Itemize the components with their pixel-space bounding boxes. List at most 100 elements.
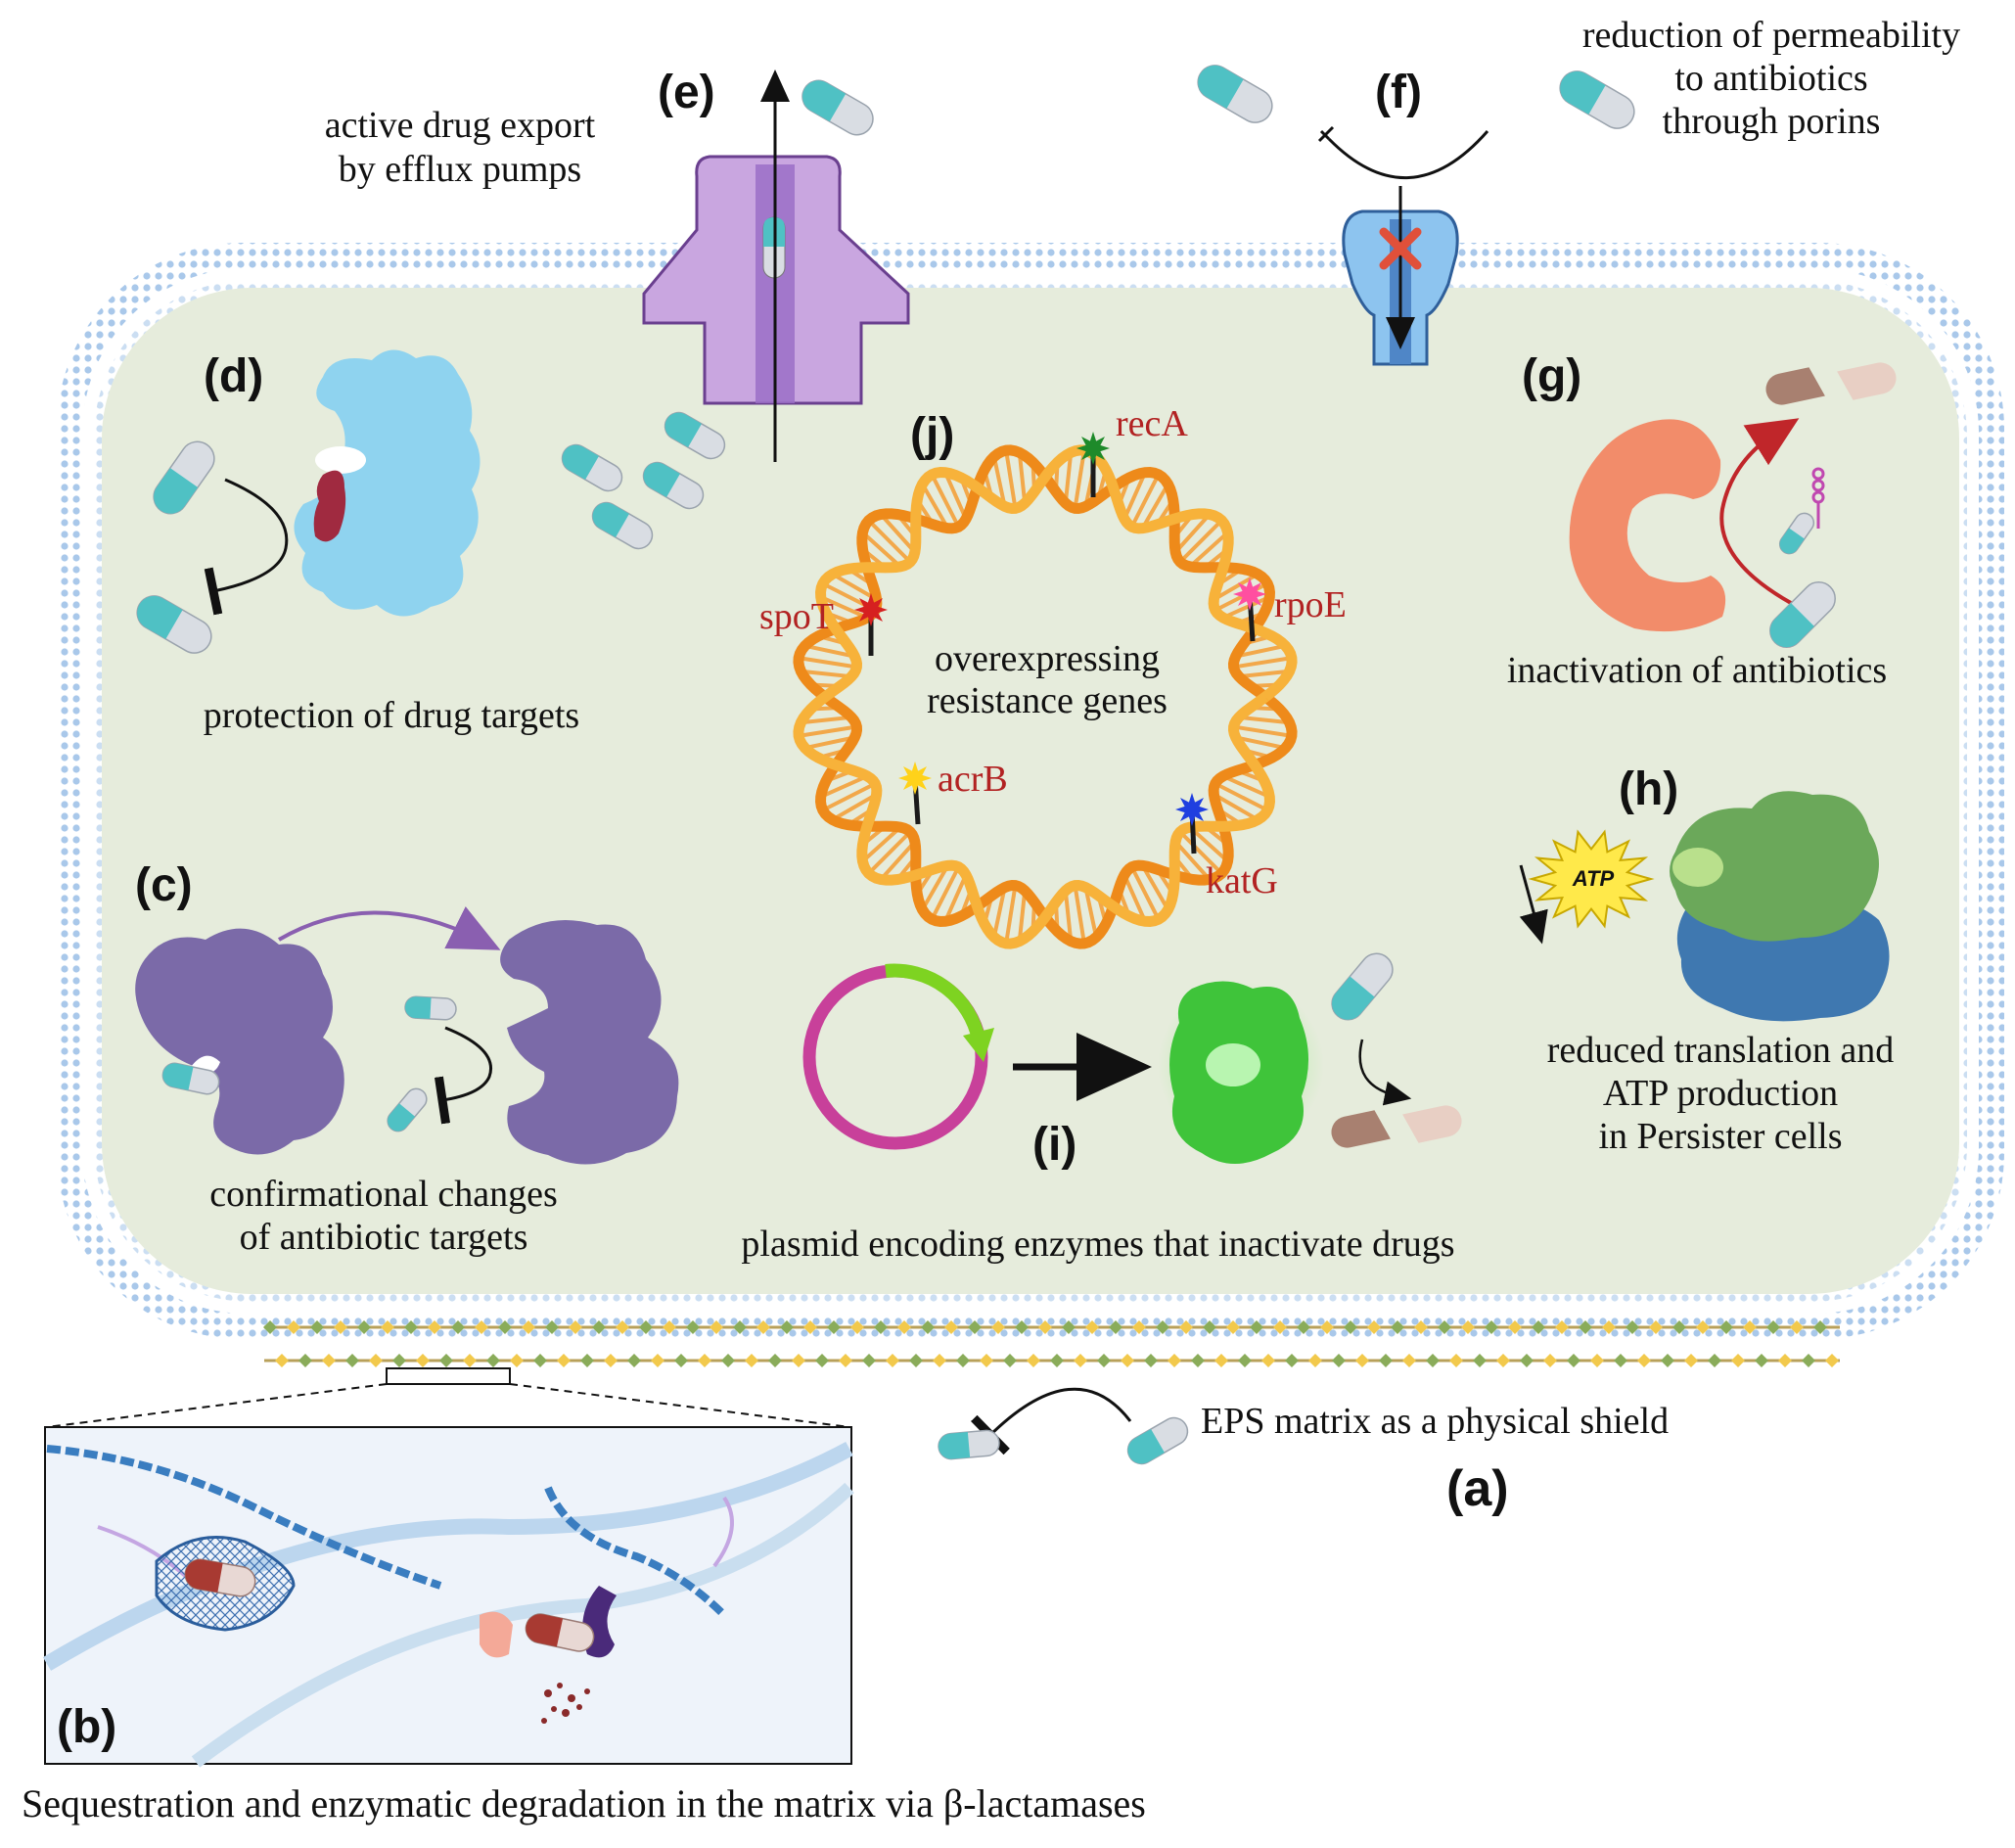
panel-label-f: (f) — [1375, 67, 1422, 118]
dna-base-pair — [1140, 483, 1170, 530]
panel-label-h: (h) — [1619, 763, 1678, 815]
gene-marker-star-icon — [1076, 432, 1110, 465]
dna-base-pair — [1233, 656, 1293, 670]
atp-label: ATP — [1572, 866, 1615, 891]
inactivating-enzyme-green — [1158, 981, 1324, 1164]
antibiotic-capsule-icon — [161, 1062, 220, 1095]
panel-label-b: (b) — [57, 1701, 116, 1753]
dna-base-pair — [930, 473, 961, 529]
dna-base-pair — [867, 830, 912, 875]
dna-base-pair — [1073, 885, 1086, 945]
broken-capsule-half-icon — [1765, 367, 1825, 405]
efflux-caption-line2: by efflux pumps — [339, 149, 581, 190]
dna-caption-line2: resistance genes — [927, 680, 1168, 721]
dna-base-pair — [1017, 890, 1028, 942]
antibiotic-capsule-icon — [1126, 1416, 1189, 1465]
dna-base-pair — [1213, 792, 1259, 822]
dna-base-pair — [930, 865, 961, 921]
dna-base-pair — [821, 781, 877, 812]
dna-base-pair — [1188, 825, 1229, 863]
gene-marker-star-icon — [898, 762, 932, 795]
dna-base-pair — [831, 792, 878, 822]
dna-base-pair — [1178, 519, 1223, 564]
dna-base-pair — [831, 572, 878, 602]
dna-base-pair — [1233, 724, 1293, 738]
antibiotic-capsule-icon — [1331, 952, 1394, 1021]
plasmid-ring — [802, 963, 994, 1150]
block-x-icon — [1379, 227, 1422, 270]
gene-marker-star-icon — [1175, 793, 1209, 826]
gene-marker-star-icon — [854, 593, 888, 626]
panel-label-g: (g) — [1522, 350, 1581, 402]
dna-base-pair — [801, 669, 852, 679]
dna-base-pair — [1213, 572, 1259, 602]
antibiotic-capsule-icon — [664, 411, 726, 460]
porin-caption-line2: to antibiotics — [1674, 58, 1867, 99]
antibiotic-capsule-icon — [387, 1087, 428, 1132]
panel-label-j: (j) — [910, 409, 954, 461]
panel-label-a: (a) — [1446, 1460, 1509, 1517]
inactivating-enzyme — [1569, 418, 1825, 632]
dna-base-pair — [943, 471, 968, 521]
target-after-change — [500, 920, 679, 1165]
modifying-group-icon — [1811, 467, 1825, 529]
atp-starburst-icon — [1528, 829, 1655, 929]
protected-drug-target — [204, 349, 481, 617]
antibiotic-capsule-icon — [642, 461, 705, 510]
antibiotic-capsule-icon — [591, 501, 654, 550]
dna-base-pair — [861, 531, 902, 569]
efflux-pump — [642, 69, 910, 462]
dna-base-pair — [1140, 864, 1170, 911]
dna-base-pair — [1238, 715, 1290, 725]
dna-base-pair — [1178, 830, 1223, 875]
panel-label-e: (e) — [658, 67, 715, 118]
antibiotic-capsule-icon — [1778, 512, 1815, 555]
antibiotic-capsule-icon — [801, 79, 874, 136]
plasmid-caption: plasmid encoding enzymes that inactivate… — [741, 1224, 1454, 1265]
dna-base-pair — [819, 595, 869, 620]
gene-label-recA: recA — [1116, 403, 1188, 444]
broken-capsule-half-icon — [1837, 362, 1897, 400]
dna-base-pair — [879, 840, 917, 881]
dna-base-pair — [991, 887, 1007, 938]
matrix-caption: Sequestration and enzymatic degradation … — [22, 1781, 1146, 1825]
dna-base-pair — [798, 724, 857, 738]
dna-base-pair — [798, 656, 857, 670]
dna-base-pair — [1004, 885, 1018, 945]
porin-caption-line1: reduction of permeability — [1582, 15, 1960, 56]
persister-caption-line1: reduced translation and — [1547, 1030, 1895, 1071]
antibiotic-capsules — [136, 65, 1836, 1652]
antibiotic-capsule-icon — [561, 443, 623, 492]
panel-label-i: (i) — [1032, 1119, 1076, 1171]
panel-label-c: (c) — [135, 859, 193, 911]
dna-base-pair — [1188, 531, 1229, 569]
dna-base-pair — [1063, 890, 1074, 942]
dna-base-pair — [1235, 643, 1286, 659]
matrix-inset — [42, 1367, 854, 1768]
antibiotic-capsule-icon — [1197, 65, 1273, 123]
dna-base-pair — [867, 519, 912, 564]
dna-base-pair — [1129, 865, 1161, 921]
dna-base-pair — [1173, 840, 1212, 881]
eps-caption: EPS matrix as a physical shield — [1201, 1401, 1669, 1442]
dna-base-pair — [1214, 781, 1269, 812]
eps-matrix-strip — [263, 1320, 1840, 1367]
dna-base-pair — [804, 735, 855, 751]
dna-caption-line1: overexpressing — [935, 638, 1160, 679]
sequestered-capsule-icon — [184, 1558, 256, 1597]
antibiotic-capsule-icon — [404, 995, 457, 1021]
dna-base-pair — [1017, 452, 1028, 504]
dna-base-pair — [879, 513, 917, 554]
dna-base-pair — [1235, 735, 1286, 751]
protection-caption: protection of drug targets — [204, 695, 579, 736]
dna-base-pair — [1083, 887, 1099, 938]
degraded-fragments — [541, 1683, 590, 1724]
persister-caption-line2: ATP production — [1603, 1073, 1838, 1114]
antibiotic-capsule-icon — [1559, 70, 1635, 129]
broken-capsule-half-icon — [1402, 1105, 1462, 1143]
dna-base-pair — [991, 456, 1007, 507]
dna-base-pair — [804, 643, 855, 659]
persister-caption-line3: in Persister cells — [1598, 1116, 1842, 1157]
broken-capsule-half-icon — [1331, 1110, 1391, 1148]
